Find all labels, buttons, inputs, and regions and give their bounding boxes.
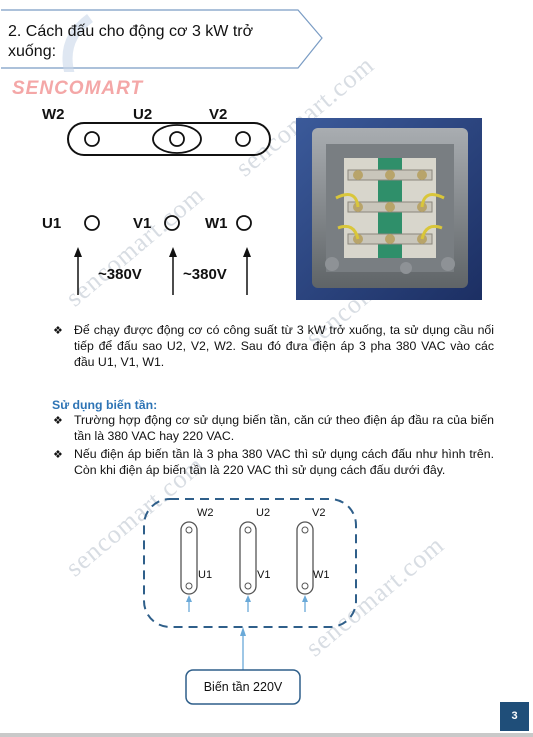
footer-rule — [0, 733, 533, 737]
inverter-label: Biến tần 220V — [203, 680, 283, 694]
terminal-label: U2 — [256, 507, 271, 519]
paragraph: Để chạy được động cơ có công suất từ 3 k… — [74, 323, 494, 369]
terminal-label: W2 — [42, 106, 65, 123]
brand-logo: SENCOMART — [12, 78, 144, 99]
bullet-icon: ❖ — [53, 325, 63, 337]
voltage-label: ~380V — [183, 266, 227, 283]
terminal-label: V2 — [312, 507, 326, 519]
terminal-label: U1 — [198, 569, 213, 581]
paragraph: Nếu điện áp biến tần là 3 pha 380 VAC th… — [74, 447, 494, 477]
voltage-label: ~380V — [98, 266, 142, 283]
section-title: 2. Cách đấu cho động cơ 3 kW trở xuống: — [8, 23, 254, 60]
terminal-label: W2 — [197, 507, 214, 519]
page-number: 3 — [500, 702, 529, 731]
terminal-label: W1 — [205, 215, 228, 232]
bullet-icon: ❖ — [53, 449, 63, 461]
terminal-label: V1 — [257, 569, 271, 581]
terminal-box-photo — [296, 118, 482, 300]
section-heading: Sử dụng biến tần: — [52, 398, 158, 412]
star-connection-diagram — [67, 122, 271, 295]
terminal-label: U1 — [42, 215, 62, 232]
terminal-label: W1 — [313, 569, 330, 581]
paragraph: Trường hợp động cơ sử dụng biến tần, căn… — [74, 413, 494, 443]
terminal-label: V2 — [209, 106, 228, 123]
bullet-icon: ❖ — [53, 415, 63, 427]
terminal-label: V1 — [133, 215, 152, 232]
delta-connection-diagram — [143, 498, 357, 705]
terminal-label: U2 — [133, 106, 153, 123]
title-banner — [1, 9, 323, 72]
